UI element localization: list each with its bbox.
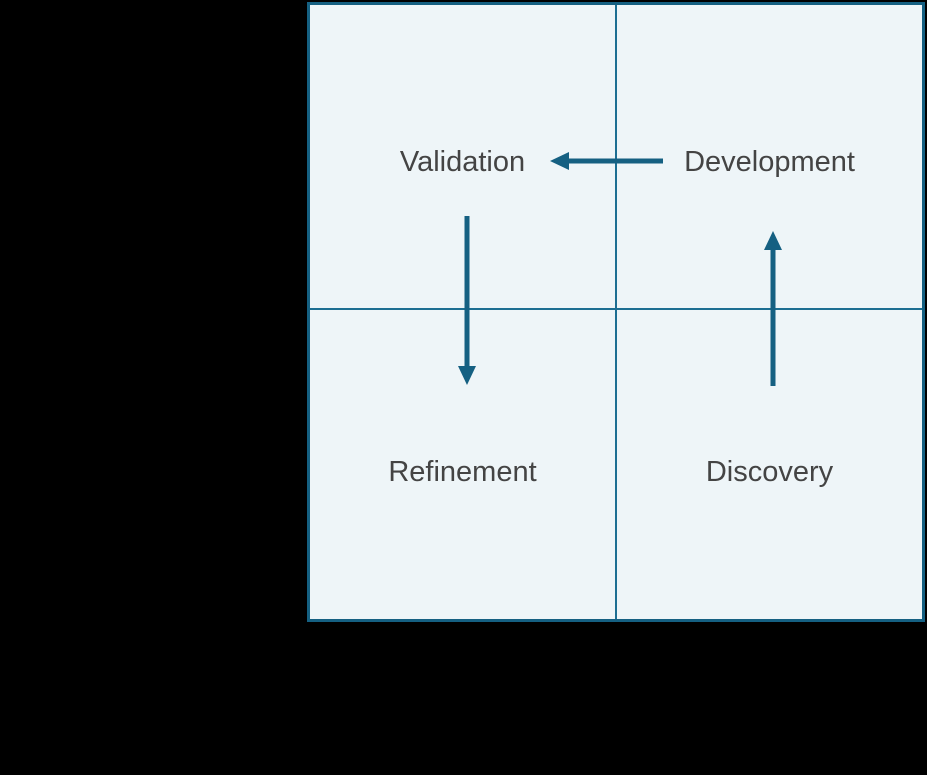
horizontal-divider — [310, 308, 922, 310]
quadrant-matrix: Validation Development Refinement Discov… — [307, 2, 925, 622]
quadrant-label-development: Development — [684, 146, 855, 178]
arrow-head-down — [458, 366, 476, 385]
arrow-head-up — [764, 231, 782, 250]
quadrant-label-validation: Validation — [399, 146, 526, 178]
quadrant-label-refinement: Refinement — [388, 456, 537, 488]
arrow-validation-to-refinement — [458, 216, 476, 385]
quadrant-label-discovery: Discovery — [705, 456, 834, 488]
vertical-divider — [615, 5, 617, 619]
